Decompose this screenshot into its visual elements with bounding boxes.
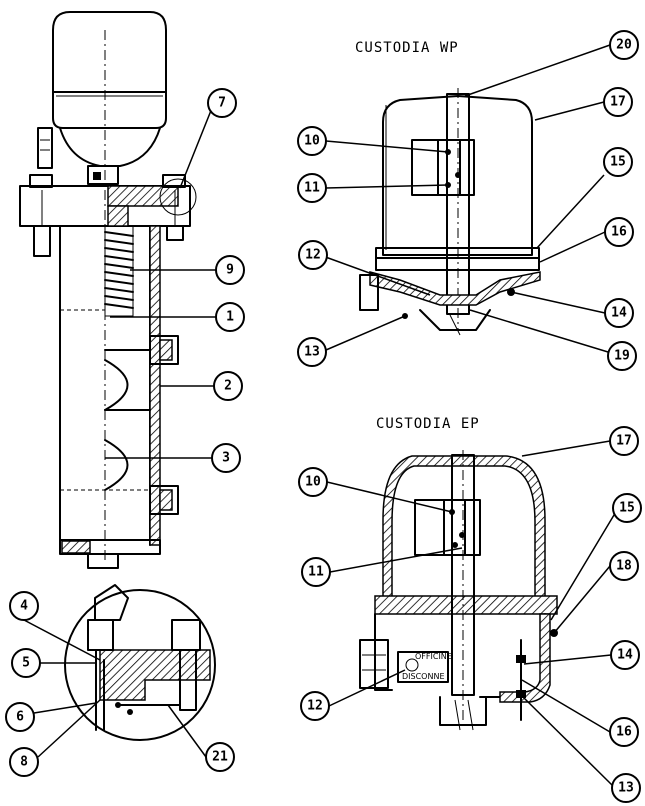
callout-10-wp: 10 [297, 126, 327, 156]
title-custodia-ep: CUSTODIA EP [376, 416, 480, 432]
svg-text:17: 17 [616, 434, 632, 449]
callout-1: 1 [215, 302, 245, 332]
nameplate-line2: DISCONNE [402, 672, 445, 681]
svg-text:15: 15 [610, 155, 626, 170]
callout-12-ep: 12 [300, 691, 330, 721]
svg-text:17: 17 [610, 95, 626, 110]
spring [104, 225, 134, 317]
svg-text:10: 10 [304, 134, 320, 149]
svg-text:16: 16 [611, 225, 627, 240]
svg-text:13: 13 [618, 781, 634, 796]
svg-text:9: 9 [226, 263, 234, 278]
svg-text:5: 5 [22, 656, 30, 671]
callout-12-wp: 12 [298, 240, 328, 270]
svg-text:2: 2 [224, 379, 232, 394]
callout-16-ep: 16 [609, 717, 639, 747]
detail-view [64, 584, 216, 741]
svg-text:11: 11 [308, 565, 324, 580]
callout-19: 19 [607, 341, 637, 371]
svg-text:14: 14 [611, 306, 627, 321]
callout-15-ep: 15 [612, 493, 642, 523]
callout-13-wp: 13 [297, 337, 327, 367]
callout-10-ep: 10 [298, 467, 328, 497]
callout-9: 9 [215, 255, 245, 285]
svg-text:1: 1 [226, 310, 234, 325]
ep-housing: OFFICINE DISCONNE [359, 450, 558, 731]
svg-text:11: 11 [304, 181, 320, 196]
svg-text:14: 14 [617, 648, 633, 663]
svg-text:18: 18 [616, 559, 632, 574]
callout-8: 8 [9, 747, 39, 777]
svg-text:13: 13 [304, 345, 320, 360]
title-custodia-wp: CUSTODIA WP [355, 40, 459, 56]
callout-2: 2 [213, 371, 243, 401]
svg-text:4: 4 [20, 599, 28, 614]
callout-20: 20 [609, 30, 639, 60]
leader-lines [23, 44, 618, 786]
callout-5: 5 [11, 648, 41, 678]
svg-text:16: 16 [616, 725, 632, 740]
actuator-assembly [19, 11, 197, 569]
callout-6: 6 [5, 702, 35, 732]
svg-text:3: 3 [222, 451, 230, 466]
wp-housing [359, 88, 541, 336]
svg-text:15: 15 [619, 501, 635, 516]
callout-17-ep: 17 [609, 426, 639, 456]
callout-15-wp: 15 [603, 147, 633, 177]
callout-14-ep: 14 [610, 640, 640, 670]
callout-17-wp: 17 [603, 87, 633, 117]
svg-text:21: 21 [212, 750, 228, 765]
callout-11-ep: 11 [301, 557, 331, 587]
svg-text:19: 19 [614, 349, 630, 364]
callout-13-ep: 13 [611, 773, 641, 803]
svg-text:12: 12 [307, 699, 323, 714]
nameplate: OFFICINE DISCONNE [397, 651, 452, 683]
svg-text:10: 10 [305, 475, 321, 490]
svg-text:8: 8 [20, 755, 28, 770]
callout-14-wp: 14 [604, 298, 634, 328]
callout-11-wp: 11 [297, 173, 327, 203]
svg-text:7: 7 [218, 96, 226, 111]
callout-3: 3 [211, 443, 241, 473]
svg-text:20: 20 [616, 38, 632, 53]
svg-text:12: 12 [305, 248, 321, 263]
callout-7: 7 [207, 88, 237, 118]
callout-18: 18 [609, 551, 639, 581]
svg-text:6: 6 [16, 710, 24, 725]
callout-4: 4 [9, 591, 39, 621]
nameplate-line1: OFFICINE [415, 652, 452, 661]
callout-16-wp: 16 [604, 217, 634, 247]
callout-21: 21 [205, 742, 235, 772]
